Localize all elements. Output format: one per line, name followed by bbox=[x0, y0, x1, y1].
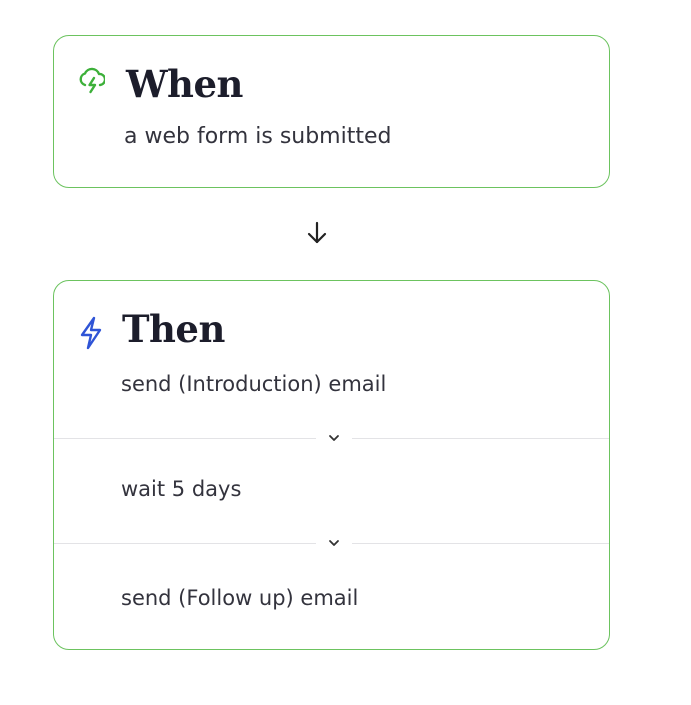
chevron-down-icon bbox=[316, 430, 352, 448]
trigger-description: a web form is submitted bbox=[124, 124, 392, 149]
action-title: Then bbox=[122, 307, 225, 351]
trigger-title: When bbox=[126, 62, 243, 106]
step-wait[interactable]: wait 5 days bbox=[121, 477, 242, 501]
action-card[interactable]: Then send (Introduction) email wait 5 da… bbox=[53, 280, 610, 650]
lightning-bolt-icon bbox=[78, 316, 104, 350]
step-send-follow-up-email[interactable]: send (Follow up) email bbox=[121, 586, 359, 610]
arrow-down-icon bbox=[305, 220, 329, 246]
chevron-down-icon bbox=[316, 535, 352, 553]
trigger-card[interactable]: When a web form is submitted bbox=[53, 35, 610, 188]
cloud-lightning-icon bbox=[79, 65, 107, 95]
step-send-introduction-email[interactable]: send (Introduction) email bbox=[121, 372, 387, 396]
